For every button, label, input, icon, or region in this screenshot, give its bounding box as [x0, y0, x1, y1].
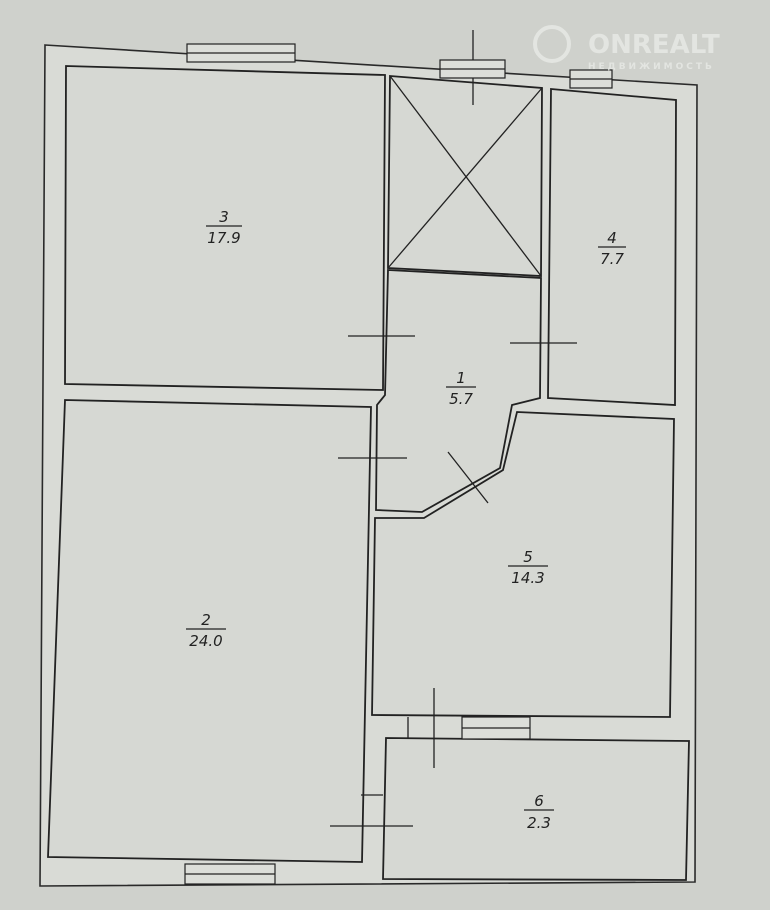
- shaft-cross: [389, 75, 542, 277]
- room-5: [371, 411, 675, 718]
- svg-text:17.9: 17.9: [207, 229, 240, 247]
- room-label-2: 2 24.0: [186, 611, 226, 650]
- svg-text:6: 6: [534, 792, 544, 810]
- svg-text:1: 1: [456, 369, 466, 387]
- room-label-4: 4 7.7: [598, 229, 626, 268]
- svg-text:5: 5: [523, 548, 533, 566]
- room-label-5: 5 14.3: [508, 548, 548, 587]
- svg-text:24.0: 24.0: [189, 632, 222, 650]
- svg-text:2.3: 2.3: [527, 814, 551, 832]
- door-mark: [447, 451, 489, 504]
- room-6: [382, 737, 690, 881]
- room-3: [64, 65, 386, 391]
- svg-text:2: 2: [201, 611, 211, 629]
- room-1: [375, 269, 542, 513]
- room-label-6: 6 2.3: [524, 792, 554, 832]
- svg-text:5.7: 5.7: [449, 390, 473, 408]
- svg-text:НЕДВИЖИМОСТЬ: НЕДВИЖИМОСТЬ: [588, 62, 715, 72]
- svg-text:4: 4: [607, 229, 617, 247]
- room-label-1: 1 5.7: [446, 369, 476, 408]
- shaft-cross: [387, 87, 543, 269]
- svg-text:3: 3: [219, 208, 229, 226]
- watermark-logo: ONREALT НЕДВИЖИМОСТЬ: [533, 25, 720, 72]
- room-label-3: 3 17.9: [206, 208, 242, 247]
- svg-text:7.7: 7.7: [600, 250, 624, 268]
- svg-text:14.3: 14.3: [511, 569, 544, 587]
- room-2: [47, 399, 372, 863]
- svg-text:ONREALT: ONREALT: [588, 30, 720, 60]
